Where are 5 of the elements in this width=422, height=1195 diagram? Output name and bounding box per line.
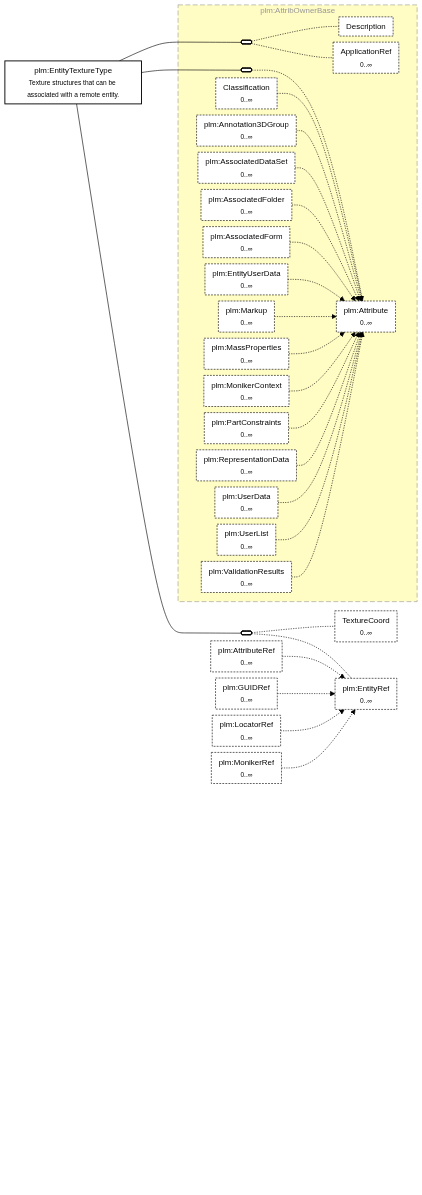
connector xyxy=(251,43,334,58)
connector xyxy=(119,41,242,62)
connector xyxy=(141,69,242,73)
connector xyxy=(251,626,336,633)
connector xyxy=(76,103,242,634)
